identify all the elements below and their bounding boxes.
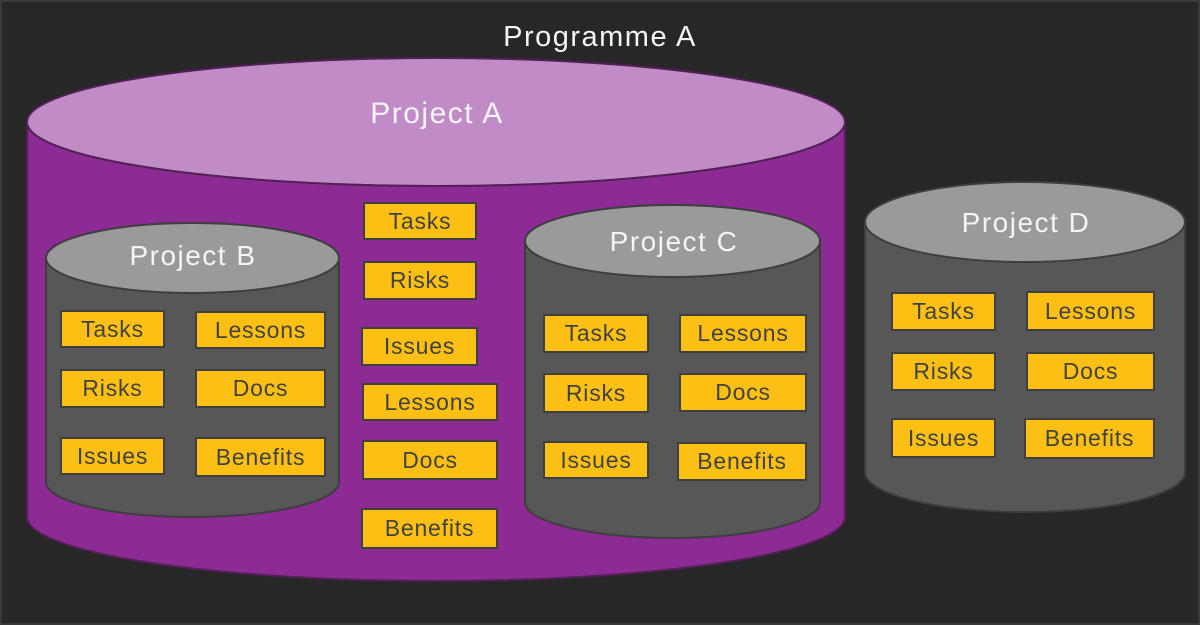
programme-title: Programme A <box>503 21 697 53</box>
chip-project-d-issues: Issues <box>891 418 996 458</box>
chip-project-c-benefits: Benefits <box>677 442 807 481</box>
chip-project-a-lessons: Lessons <box>362 383 498 421</box>
chip-project-d-lessons: Lessons <box>1026 291 1155 331</box>
chip-project-c-risks: Risks <box>543 373 649 413</box>
chip-project-a-benefits: Benefits <box>361 508 498 549</box>
chip-project-b-issues: Issues <box>60 437 165 475</box>
project-c-label: Project C <box>609 226 739 257</box>
chip-project-c-tasks: Tasks <box>543 314 649 353</box>
project-a-cylinder-top <box>26 57 846 187</box>
chip-project-b-lessons: Lessons <box>195 311 326 349</box>
chip-project-c-issues: Issues <box>543 441 649 479</box>
chip-project-d-tasks: Tasks <box>891 292 996 331</box>
chip-project-a-issues: Issues <box>361 327 478 366</box>
project-c-cylinder-top <box>524 204 821 278</box>
chip-project-d-docs: Docs <box>1026 352 1155 391</box>
chip-project-c-lessons: Lessons <box>679 314 807 353</box>
project-b-cylinder-top <box>45 222 340 294</box>
chip-project-d-benefits: Benefits <box>1024 418 1155 459</box>
chip-project-b-benefits: Benefits <box>195 437 326 477</box>
chip-project-a-tasks: Tasks <box>363 202 477 240</box>
project-d-label: Project D <box>961 207 1091 238</box>
chip-project-a-risks: Risks <box>363 261 477 300</box>
project-b-label: Project B <box>129 240 257 271</box>
project-a-label: Project A <box>370 97 504 130</box>
project-d-cylinder-top <box>864 181 1186 263</box>
chip-project-b-tasks: Tasks <box>60 310 165 348</box>
chip-project-b-risks: Risks <box>60 369 165 408</box>
chip-project-a-docs: Docs <box>362 440 498 480</box>
chip-project-c-docs: Docs <box>679 373 807 412</box>
chip-project-d-risks: Risks <box>891 352 996 391</box>
chip-project-b-docs: Docs <box>195 369 326 408</box>
